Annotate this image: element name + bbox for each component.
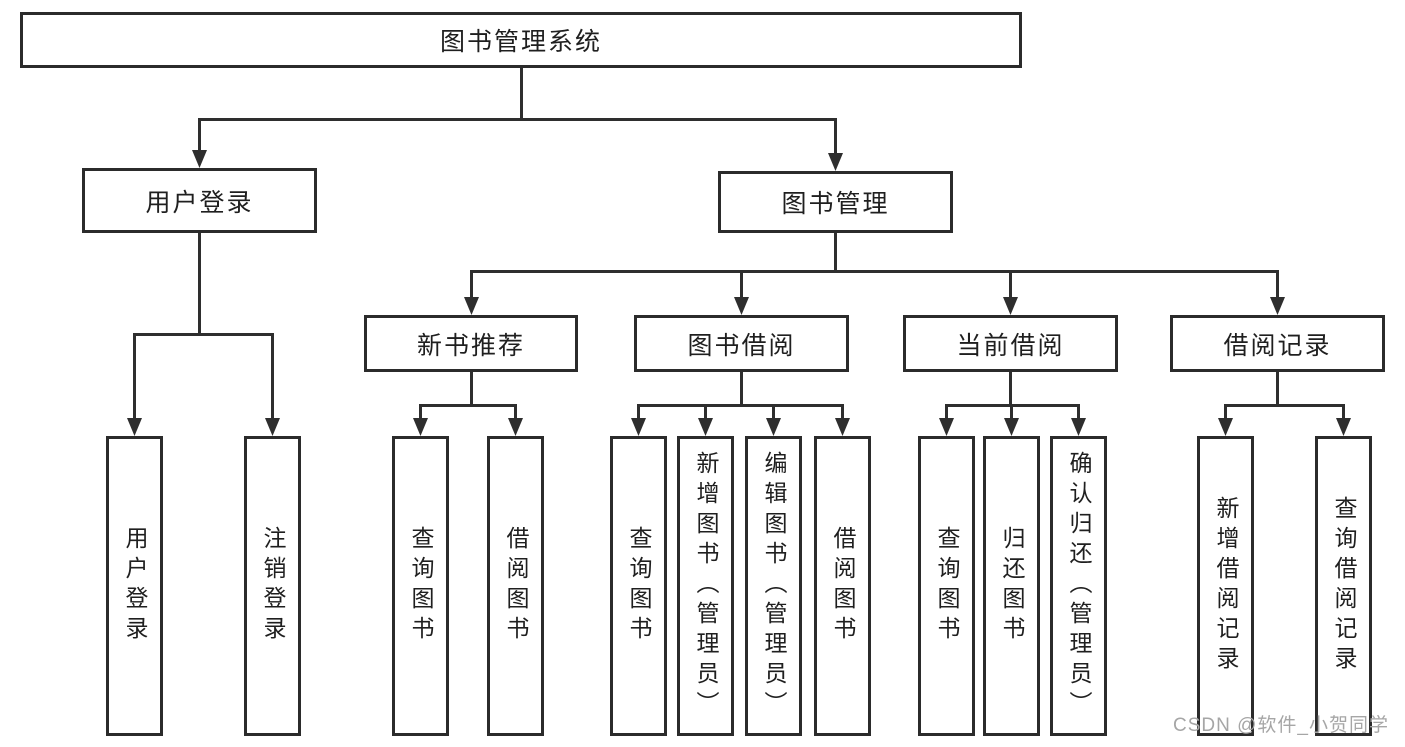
arrowhead-icon xyxy=(1336,418,1351,436)
node-library-management-system: 图书管理系统 xyxy=(20,12,1022,68)
node-label: 注销登录 xyxy=(260,526,286,646)
node-label: 查询图书 xyxy=(934,526,960,646)
node-leaf-borrow-books-recommend: 借阅图书 xyxy=(487,436,544,736)
node-label: 编辑图书（管理员） xyxy=(761,451,787,721)
arrowhead-icon xyxy=(1218,418,1233,436)
node-label: 新增图书（管理员） xyxy=(693,451,719,721)
node-label: 新增借阅记录 xyxy=(1213,496,1239,676)
arrowhead-icon xyxy=(1003,297,1018,315)
node-book-borrowing: 图书借阅 xyxy=(634,315,849,372)
connector-bookborrow-to-leaves xyxy=(637,372,844,420)
arrowhead-icon xyxy=(464,297,479,315)
arrowhead-icon xyxy=(939,418,954,436)
arrowhead-icon xyxy=(698,418,713,436)
node-label: 查询借阅记录 xyxy=(1331,496,1357,676)
arrowhead-icon xyxy=(766,418,781,436)
node-leaf-user-login: 用户登录 xyxy=(106,436,163,736)
arrowhead-icon xyxy=(192,150,207,168)
arrowhead-icon xyxy=(835,418,850,436)
connector-root-to-level2 xyxy=(198,68,837,155)
connector-records-to-leaves xyxy=(1224,372,1345,420)
node-label: 图书管理系统 xyxy=(439,28,602,56)
node-label: 确认归还（管理员） xyxy=(1066,451,1092,721)
node-leaf-logout: 注销登录 xyxy=(244,436,301,736)
node-label: 归还图书 xyxy=(999,526,1025,646)
arrowhead-icon xyxy=(734,297,749,315)
connector-currentborrow-to-leaves xyxy=(945,372,1080,420)
arrowhead-icon xyxy=(1004,418,1019,436)
arrowhead-icon xyxy=(508,418,523,436)
connector-newbooks-to-leaves xyxy=(419,372,517,420)
node-leaf-borrow-books: 借阅图书 xyxy=(814,436,871,736)
node-label: 图书管理 xyxy=(781,190,890,218)
node-user-login: 用户登录 xyxy=(82,168,317,233)
node-leaf-confirm-return-admin: 确认归还（管理员） xyxy=(1050,436,1107,736)
node-borrowing-records: 借阅记录 xyxy=(1170,315,1385,372)
csdn-watermark: CSDN @软件_小贺同学 xyxy=(1173,715,1389,736)
node-leaf-add-books-admin: 新增图书（管理员） xyxy=(677,436,734,736)
arrowhead-icon xyxy=(413,418,428,436)
node-book-management: 图书管理 xyxy=(718,171,953,233)
arrowhead-icon xyxy=(127,418,142,436)
node-label: 查询图书 xyxy=(408,526,434,646)
connector-bookmgmt-to-level3 xyxy=(470,233,1279,299)
node-label: 查询图书 xyxy=(626,526,652,646)
node-new-book-recommendation: 新书推荐 xyxy=(364,315,578,372)
arrowhead-icon xyxy=(631,418,646,436)
arrowhead-icon xyxy=(265,418,280,436)
node-label: 用户登录 xyxy=(122,526,148,646)
node-current-borrowing: 当前借阅 xyxy=(903,315,1118,372)
node-leaf-query-books-recommend: 查询图书 xyxy=(392,436,449,736)
arrowhead-icon xyxy=(828,153,843,171)
node-label: 图书借阅 xyxy=(687,331,796,360)
node-leaf-query-books-borrow: 查询图书 xyxy=(610,436,667,736)
node-label: 用户登录 xyxy=(145,188,254,217)
arrowhead-icon xyxy=(1071,418,1086,436)
node-leaf-query-borrow-record: 查询借阅记录 xyxy=(1315,436,1372,736)
node-leaf-query-books-current: 查询图书 xyxy=(918,436,975,736)
node-label: 借阅图书 xyxy=(503,526,529,646)
node-label: 借阅记录 xyxy=(1223,331,1332,360)
node-label: 新书推荐 xyxy=(416,331,525,360)
node-leaf-return-books: 归还图书 xyxy=(983,436,1040,736)
node-leaf-add-borrow-record: 新增借阅记录 xyxy=(1197,436,1254,736)
connector-userlogin-to-leaves xyxy=(133,233,274,420)
node-label: 当前借阅 xyxy=(956,331,1065,360)
node-label: 借阅图书 xyxy=(830,526,856,646)
arrowhead-icon xyxy=(1270,297,1285,315)
node-leaf-edit-books-admin: 编辑图书（管理员） xyxy=(745,436,802,736)
